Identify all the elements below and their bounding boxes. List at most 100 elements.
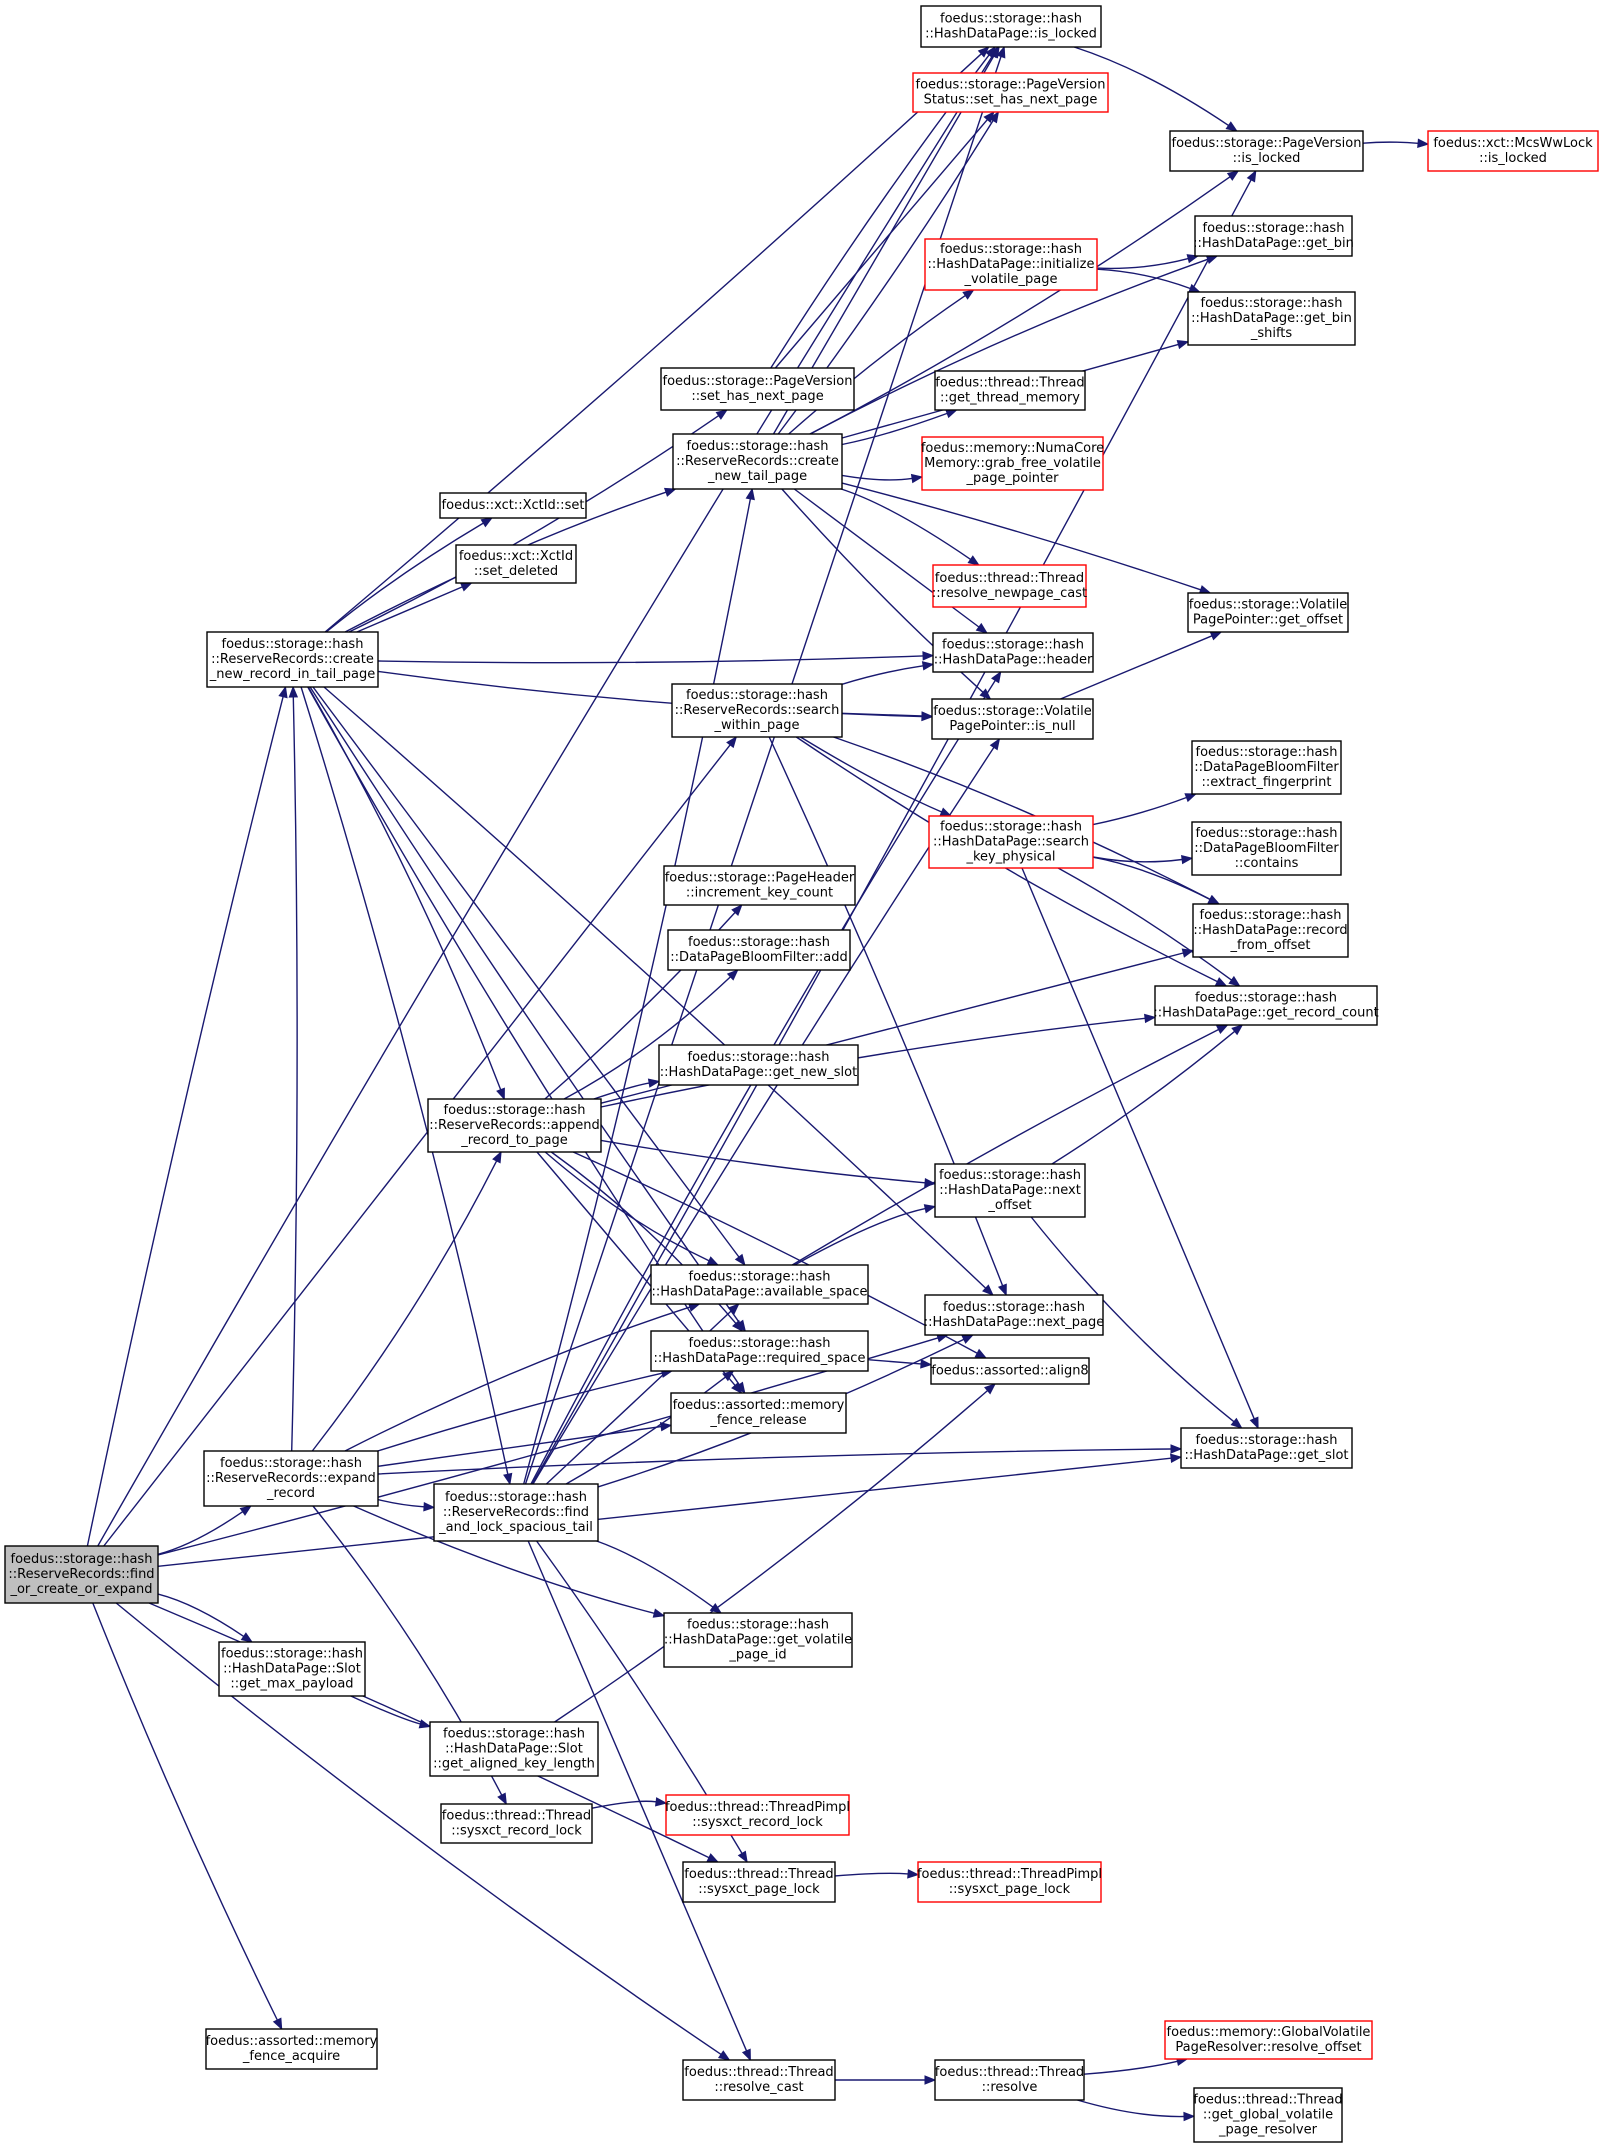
function-node-vpp_get_offset[interactable]: foedus::storage::VolatilePagePointer::ge… [1187, 592, 1349, 633]
function-node-box [932, 632, 1094, 673]
function-node-box [672, 433, 843, 490]
call-edge-expand_record-to-mem_fence_release [377, 1422, 673, 1467]
arrowhead-icon [1170, 1444, 1183, 1454]
call-edge-create_new_tail_page-to-pv_is_locked [809, 170, 1240, 435]
call-edge-create_new_tail_page-to-initialize_volatile [788, 289, 975, 435]
function-node-create_new_tail_page[interactable]: foedus::storage::hash::ReserveRecords::c… [672, 433, 843, 490]
function-node-is_locked_hdp[interactable]: foedus::storage::hash::HashDataPage::is_… [920, 5, 1102, 48]
function-node-find_and_lock[interactable]: foedus::storage::hash::ReserveRecords::f… [433, 1483, 599, 1542]
function-node-get_max_payload[interactable]: foedus::storage::hash::HashDataPage::Slo… [218, 1641, 366, 1697]
function-node-label: foedus::storage::hash [687, 439, 829, 454]
arrowhead-icon [239, 1505, 252, 1516]
call-edge-line [377, 655, 924, 664]
arrowhead-icon [496, 1087, 505, 1101]
function-node-bloom_add[interactable]: foedus::storage::hash::DataPageBloomFilt… [667, 929, 851, 971]
call-edge-thread_resolve-to-gvpr_resolve_offset [1083, 2056, 1189, 2075]
function-node-root[interactable]: foedus::storage::hash::ReserveRecords::f… [4, 1545, 159, 1604]
function-node-get_bin_shifts[interactable]: foedus::storage::hash::HashDataPage::get… [1187, 291, 1356, 346]
function-node-label: foedus::storage::hash [222, 637, 364, 652]
arrowhead-icon [288, 685, 299, 698]
function-node-box [1193, 2087, 1343, 2143]
call-edge-line [148, 1602, 710, 1859]
function-node-get_global_resolver[interactable]: foedus::thread::Thread::get_global_volat… [1193, 2087, 1343, 2143]
function-node-label: ::get_max_payload [230, 1677, 353, 1692]
function-node-search_key_physical[interactable]: foedus::storage::hash::HashDataPage::sea… [928, 815, 1094, 869]
function-node-next_offset[interactable]: foedus::storage::hash::HashDataPage::nex… [934, 1163, 1086, 1218]
function-node-label: _key_physical [965, 850, 1055, 865]
call-edge-root-to-get_slot [157, 1453, 1183, 1567]
function-node-label: foedus::storage::hash [1195, 991, 1337, 1006]
function-node-next_page[interactable]: foedus::storage::hash::HashDataPage::nex… [924, 1294, 1105, 1336]
function-node-pv_set_has_next[interactable]: foedus::storage::PageVersion::set_has_ne… [660, 367, 855, 411]
call-edge-create_new_record-to-xctid_set [325, 517, 494, 633]
function-node-search_within_page[interactable]: foedus::storage::hash::ReserveRecords::s… [671, 683, 843, 738]
function-node-initialize_volatile[interactable]: foedus::storage::hash::HashDataPage::ini… [924, 238, 1098, 291]
function-node-get_new_slot[interactable]: foedus::storage::hash::HashDataPage::get… [658, 1044, 859, 1086]
function-node-sysxct_record_lock[interactable]: foedus::thread::Thread::sysxct_record_lo… [440, 1803, 593, 1844]
function-node-grab_free[interactable]: foedus::memory::NumaCoreMemory::grab_fre… [921, 436, 1104, 491]
function-node-get_slot[interactable]: foedus::storage::hash::HashDataPage::get… [1180, 1427, 1353, 1469]
function-node-available_space[interactable]: foedus::storage::hash::HashDataPage::ava… [650, 1264, 869, 1305]
call-edge-line [344, 1306, 691, 1452]
function-node-box [930, 1357, 1090, 1385]
function-node-create_new_record[interactable]: foedus::storage::hash::ReserveRecords::c… [206, 631, 379, 688]
arrowhead-icon [920, 1359, 933, 1369]
function-node-header[interactable]: foedus::storage::hash::HashDataPage::hea… [932, 632, 1094, 673]
call-edge-thread_resolve-to-get_global_resolver [1077, 2099, 1196, 2122]
function-node-required_space[interactable]: foedus::storage::hash::HashDataPage::req… [650, 1330, 869, 1372]
function-node-tp_sysxct_record_lock[interactable]: foedus::thread::ThreadPimpl::sysxct_reco… [665, 1794, 850, 1836]
function-node-align8[interactable]: foedus::assorted::align8 [930, 1357, 1090, 1385]
call-edge-line [324, 53, 982, 633]
function-node-mem_fence_release[interactable]: foedus::assorted::memory_fence_release [670, 1392, 847, 1434]
function-node-box [427, 1098, 602, 1153]
function-node-mem_fence_acquire[interactable]: foedus::assorted::memory_fence_acquire [205, 2028, 378, 2070]
function-node-label: foedus::storage::hash [444, 1103, 586, 1118]
function-node-resolve_newpage[interactable]: foedus::thread::Thread::resolve_newpage_… [932, 564, 1087, 608]
function-node-get_volatile_page_id[interactable]: foedus::storage::hash::HashDataPage::get… [663, 1612, 853, 1668]
call-edge-append_record-to-get_new_slot [593, 1078, 661, 1100]
call-edge-line [1092, 796, 1187, 826]
function-node-get_aligned_key_length[interactable]: foedus::storage::hash::HashDataPage::Slo… [429, 1721, 599, 1777]
function-node-inc_key_count[interactable]: foedus::storage::PageHeader::increment_k… [663, 865, 856, 906]
call-edge-line [377, 1498, 425, 1508]
function-node-tp_sysxct_page_lock[interactable]: foedus::thread::ThreadPimpl::sysxct_page… [917, 1861, 1102, 1903]
function-node-get_record_count[interactable]: foedus::storage::hash::HashDataPage::get… [1153, 985, 1379, 1026]
function-node-label: ::HashDataPage::initialize [928, 257, 1095, 272]
function-node-pv_is_locked[interactable]: foedus::storage::PageVersion::is_locked [1169, 130, 1364, 172]
call-edge-line [157, 1511, 244, 1555]
function-node-label: ::DataPageBloomFilter [1194, 760, 1339, 775]
function-node-box [934, 2059, 1085, 2101]
call-edge-line [527, 1540, 748, 2052]
function-node-thread_resolve[interactable]: foedus::thread::Thread::resolve [934, 2059, 1085, 2101]
function-node-mcs_is_locked[interactable]: foedus::xct::McsWwLock::is_locked [1427, 130, 1599, 172]
function-node-label: foedus::thread::Thread [935, 376, 1084, 391]
arrowhead-icon [663, 487, 677, 497]
function-node-label: foedus::storage::hash [943, 1300, 1085, 1315]
function-node-vpp_is_null[interactable]: foedus::storage::VolatilePagePointer::is… [931, 698, 1094, 740]
function-node-label: ::set_has_next_page [691, 389, 823, 404]
call-edge-line [800, 736, 942, 813]
call-edge-line [591, 1800, 657, 1809]
function-node-gvpr_resolve_offset[interactable]: foedus::memory::GlobalVolatilePageResolv… [1164, 2020, 1373, 2060]
function-node-extract_fp[interactable]: foedus::storage::hash::DataPageBloomFilt… [1191, 740, 1342, 795]
arrowhead-icon [921, 661, 935, 671]
function-node-append_record[interactable]: foedus::storage::hash::ReserveRecords::a… [427, 1098, 602, 1153]
call-edge-pv_is_locked-to-mcs_is_locked [1362, 138, 1430, 148]
function-node-get_thread_memory[interactable]: foedus::thread::Thread::get_thread_memor… [934, 370, 1086, 411]
function-node-xctid_set[interactable]: foedus::xct::XctId::set [439, 492, 587, 519]
function-node-get_bin[interactable]: foedus::storage::hash::HashDataPage::get… [1193, 215, 1354, 257]
function-node-xctid_set_deleted[interactable]: foedus::xct::XctId::set_deleted [455, 544, 577, 584]
function-node-bloom_contains[interactable]: foedus::storage::hash::DataPageBloomFilt… [1191, 821, 1342, 876]
arrowhead-icon [1231, 1024, 1244, 1036]
function-node-sysxct_page_lock[interactable]: foedus::thread::Thread::sysxct_page_lock [682, 1861, 836, 1903]
function-node-label: ::resolve_cast [714, 2080, 803, 2095]
call-edge-line [348, 415, 719, 633]
call-edge-line [311, 1160, 498, 1452]
call-edge-line [572, 1151, 978, 1354]
call-edge-pv_set_has_next-to-pvs_set_has_next [774, 110, 995, 369]
function-node-resolve_cast[interactable]: foedus::thread::Thread::resolve_cast [682, 2059, 836, 2101]
arrowhead-icon [732, 1319, 744, 1333]
function-node-expand_record[interactable]: foedus::storage::hash::ReserveRecords::e… [203, 1450, 379, 1507]
function-node-record_from_offset[interactable]: foedus::storage::hash::HashDataPage::rec… [1192, 903, 1349, 958]
function-node-pvs_set_has_next[interactable]: foedus::storage::PageVersionStatus::set_… [912, 72, 1109, 113]
